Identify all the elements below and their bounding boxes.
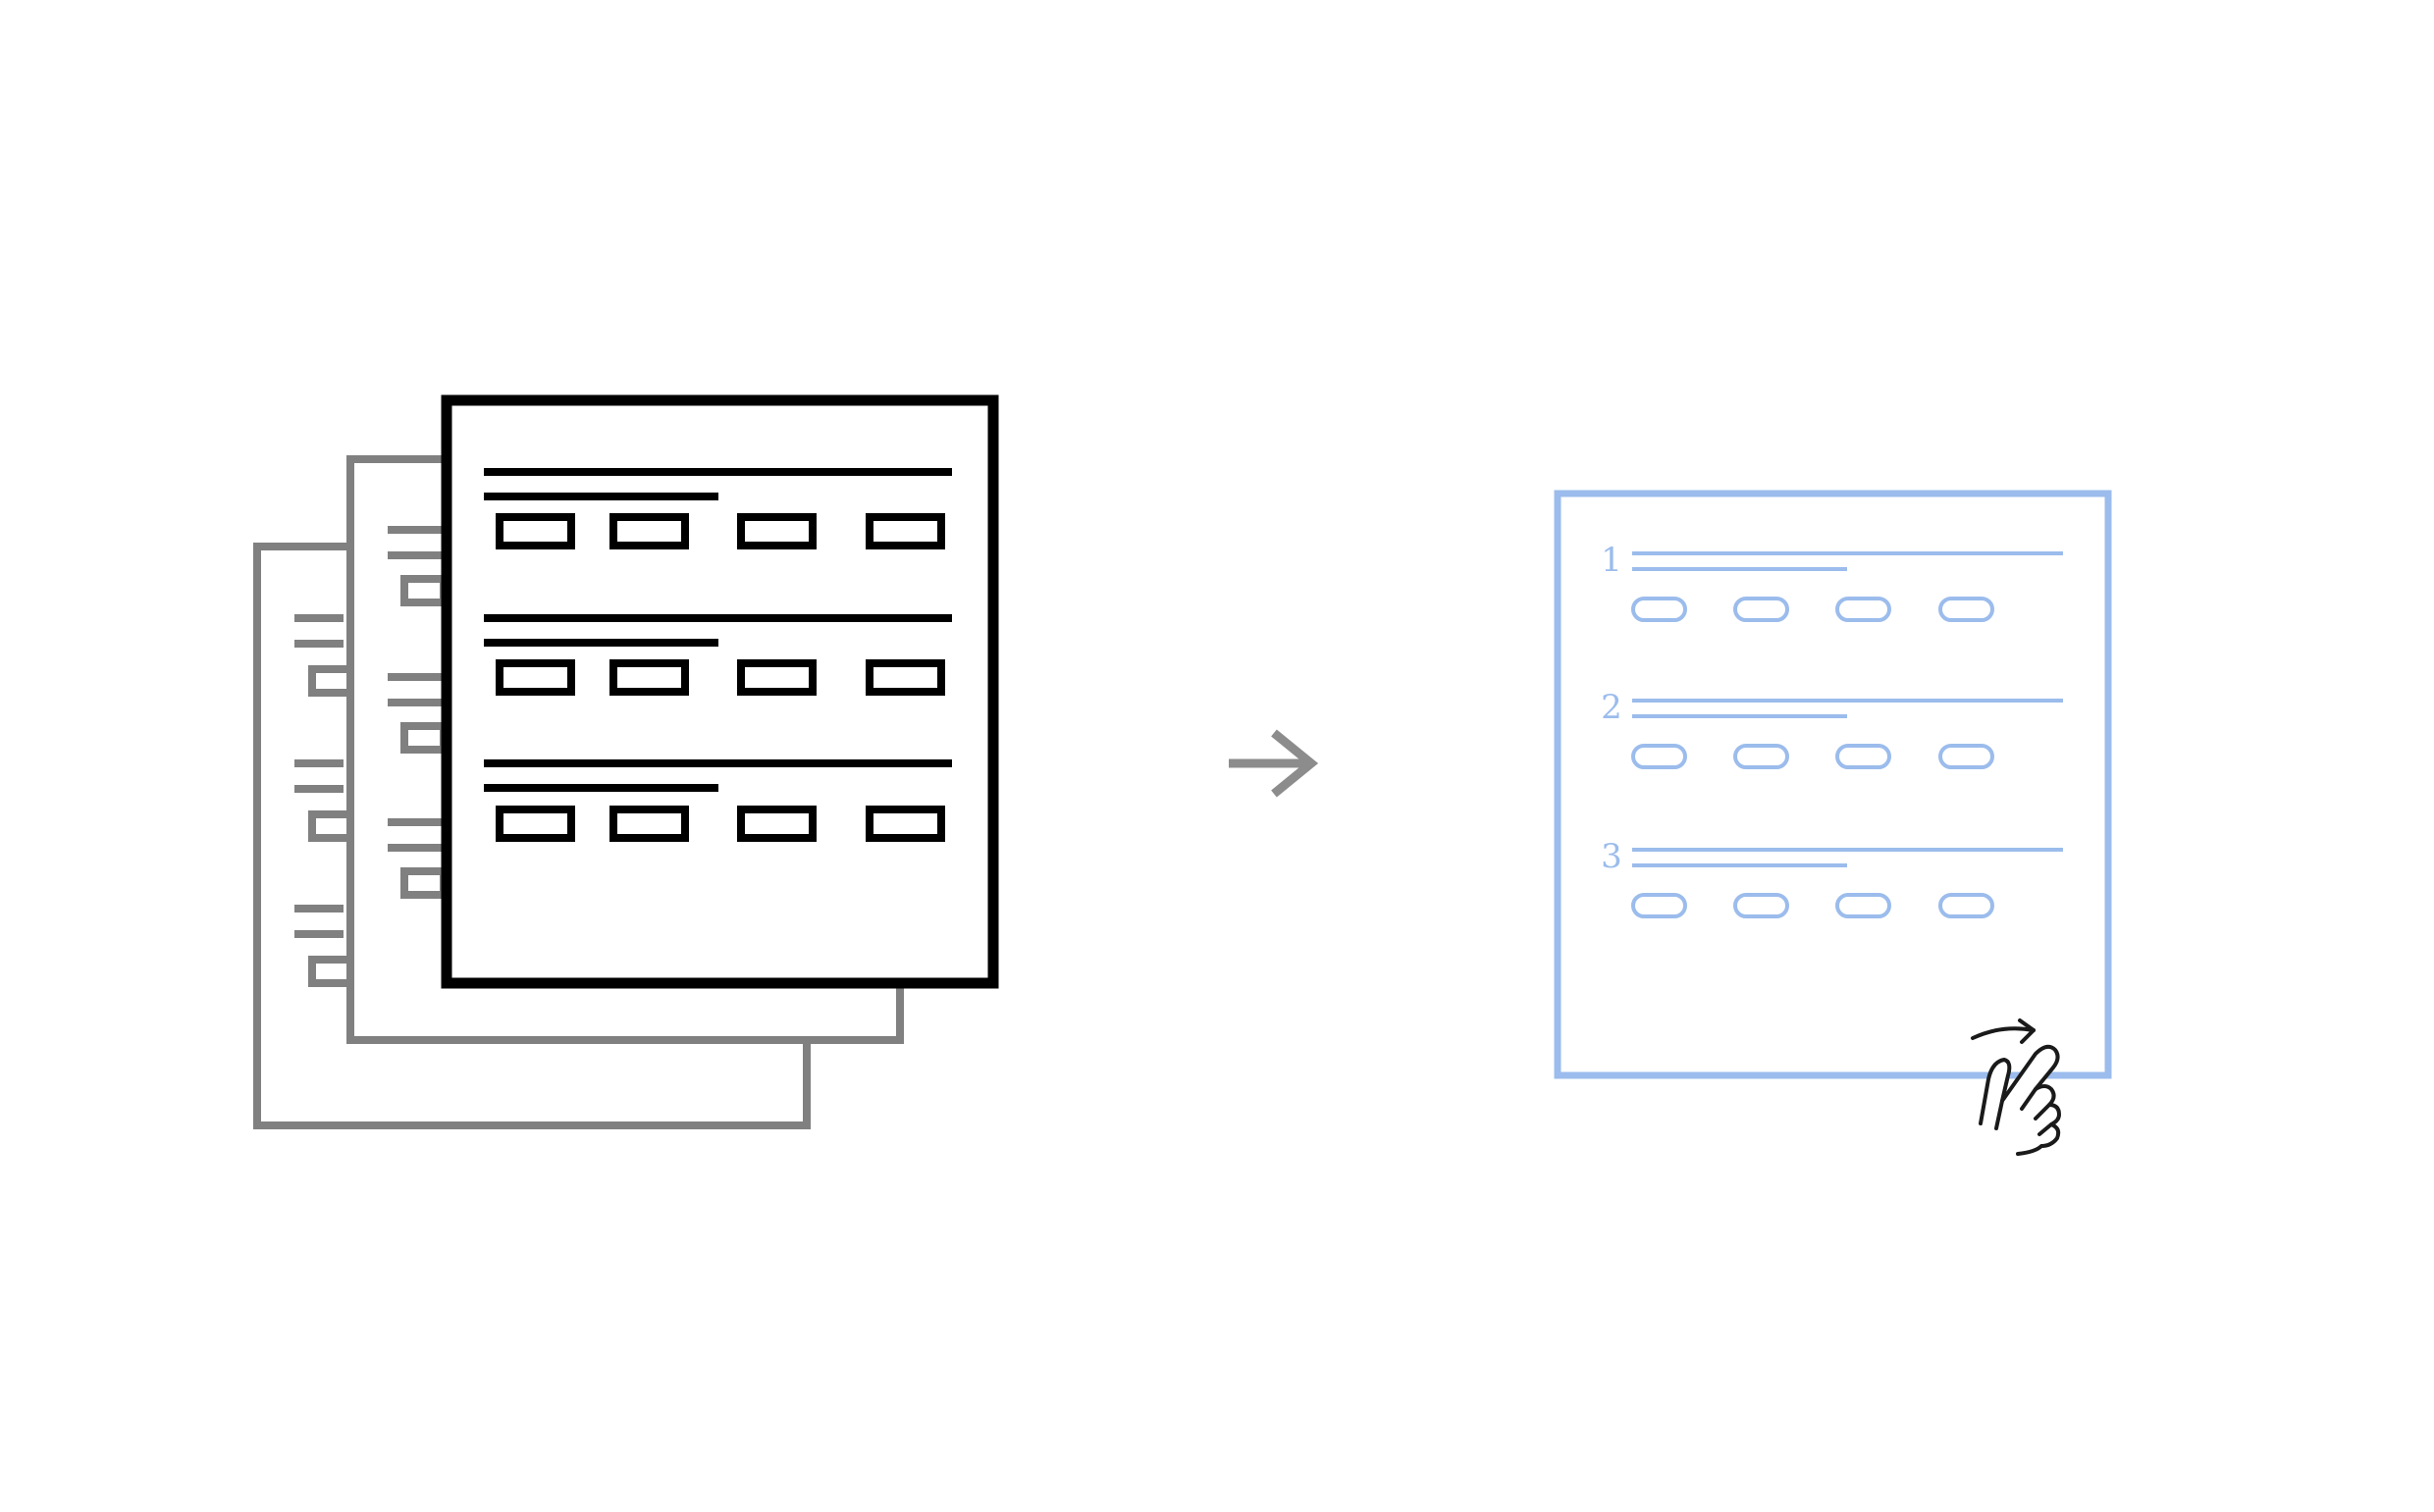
result-page-frame <box>1554 490 2112 1079</box>
step-number: 3 <box>1601 837 1622 876</box>
back-page-lines <box>294 614 355 987</box>
option-pill <box>1631 597 1687 622</box>
front-page-row-2 <box>484 614 952 696</box>
front-page-row-1 <box>484 468 952 549</box>
input-box <box>496 513 575 549</box>
option-pill <box>1938 893 1994 918</box>
input-box <box>496 806 575 842</box>
input-box <box>609 659 689 696</box>
front-page-row-3 <box>484 759 952 842</box>
input-box <box>609 806 689 842</box>
option-pill <box>1835 744 1891 769</box>
input-box <box>866 513 945 549</box>
middle-page-lines <box>388 526 448 899</box>
result-step-2: 2 <box>1601 688 2063 769</box>
input-box <box>609 513 689 549</box>
option-pill <box>1938 744 1994 769</box>
step-number: 1 <box>1601 541 1622 580</box>
front-page <box>441 394 999 989</box>
arrow-right-icon <box>1229 729 1319 798</box>
input-box <box>737 513 817 549</box>
option-pill <box>1733 744 1789 769</box>
input-box <box>737 659 817 696</box>
input-box <box>496 659 575 696</box>
input-box <box>866 806 945 842</box>
option-pill <box>1835 893 1891 918</box>
option-pill <box>1733 893 1789 918</box>
option-pill <box>1631 893 1687 918</box>
result-step-1: 1 <box>1601 541 2063 622</box>
source-page-stack <box>253 394 999 1129</box>
option-pill <box>1938 597 1994 622</box>
result-step-3: 3 <box>1601 837 2063 918</box>
input-box <box>866 659 945 696</box>
input-box <box>737 806 817 842</box>
result-page: 1 2 3 <box>1554 490 2112 1156</box>
option-pill <box>1733 597 1789 622</box>
option-pill <box>1631 744 1687 769</box>
step-number: 2 <box>1601 688 1622 727</box>
option-pill <box>1835 597 1891 622</box>
swipe-hand-icon <box>1971 1018 2061 1156</box>
